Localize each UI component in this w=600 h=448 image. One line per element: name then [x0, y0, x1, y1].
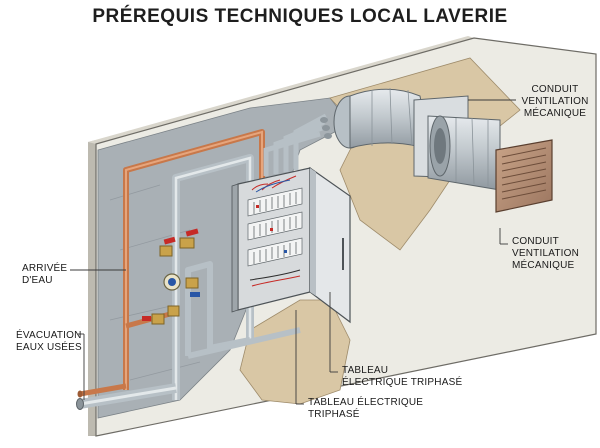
drain-outlet-cap: [76, 398, 84, 410]
label-water-inlet: ARRIVÉE D'EAU: [22, 263, 68, 286]
ventilation-duct: [333, 87, 553, 213]
gray-conduit-to-panel: [187, 327, 301, 359]
supply-outlet-pipe: [79, 383, 127, 397]
water-meter: [163, 273, 181, 291]
duct-grille: [495, 139, 553, 213]
plaster-texture: [109, 184, 201, 381]
panel-breakers: [247, 187, 303, 267]
valve-blue-lower: [142, 305, 180, 325]
electrical-conduits: [263, 113, 332, 176]
wall-side-edge: [88, 140, 96, 436]
insulation-lower: [239, 299, 351, 405]
label-duct-top: CONDUIT VENTILATION MÉCANIQUE: [521, 84, 589, 119]
valve-blue-upper: [185, 277, 200, 297]
label-duct-bottom: CONDUIT VENTILATION MÉCANIQUE: [512, 236, 580, 271]
label-drain: ÉVACUATION EAUX USÉES: [16, 330, 82, 353]
diagram-title: PRÉREQUIS TECHNIQUES LOCAL LAVERIE: [92, 6, 508, 27]
leader-lines: [70, 99, 516, 405]
valve-red-left: [159, 236, 176, 257]
panel-cabinet-side: [231, 183, 239, 313]
electrical-panel: [231, 166, 351, 324]
valve-red-upper: [179, 228, 199, 249]
water-pipes: [76, 129, 301, 410]
label-panel-b: TABLEAU ÉLECTRIQUE TRIPHASÉ: [308, 397, 424, 420]
wall-top-edge: [88, 36, 474, 144]
label-panel-a: TABLEAU ÉLECTRIQUE TRIPHASÉ: [342, 365, 463, 388]
